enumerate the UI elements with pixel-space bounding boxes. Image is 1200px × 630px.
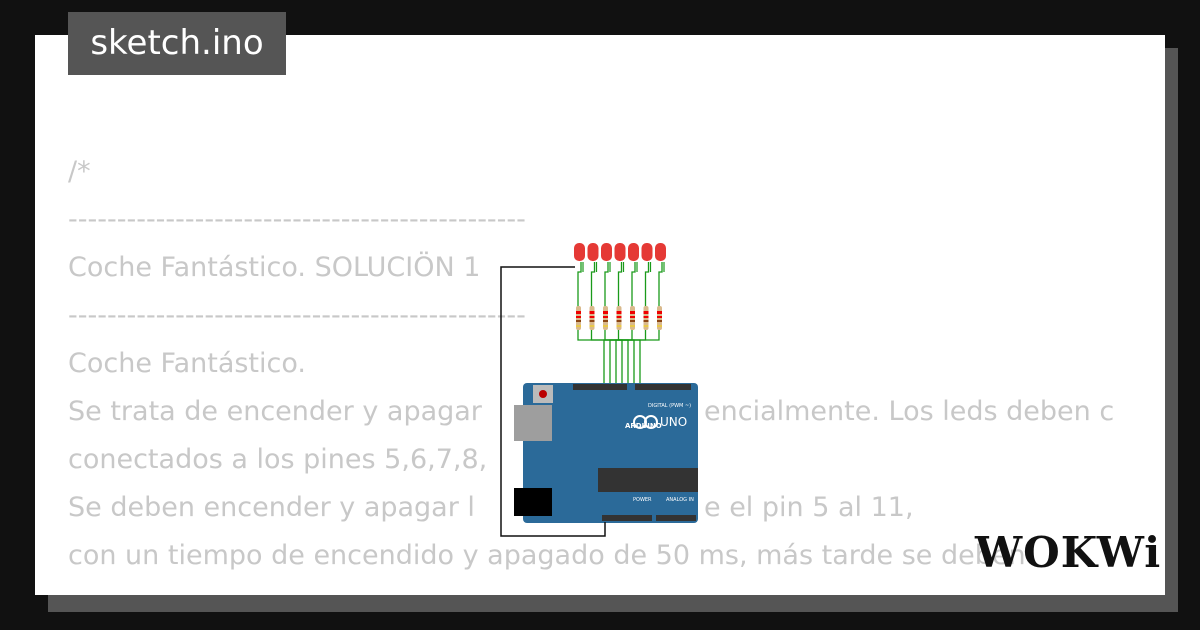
code-line: con un tiempo de encendido y apagado de …: [68, 540, 1026, 571]
code-line: Se deben encender y apagar l: [68, 492, 475, 523]
led: [574, 243, 585, 261]
analog-header: [656, 515, 696, 521]
ground-wire: [500, 266, 606, 537]
code-line: conectados a los pines 5,6,7,8,: [68, 444, 488, 475]
led: [587, 243, 599, 261]
digital-label: DIGITAL (PWM ~): [648, 403, 691, 409]
wokwi-logo: WOKWi: [975, 528, 1162, 577]
led: [601, 243, 612, 261]
atmega-chip: [598, 468, 698, 492]
board-label: UNO: [660, 415, 687, 429]
code-line: Coche Fantástico.: [68, 348, 306, 379]
digital-header-2: [635, 384, 691, 390]
file-title-tab: sketch.ino: [68, 12, 286, 75]
power-label: POWER: [633, 497, 652, 503]
power-header: [602, 515, 652, 521]
code-line: ----------------------------------------…: [68, 204, 526, 235]
digital-header-1: [573, 384, 627, 390]
code-line: ----------------------------------------…: [68, 300, 526, 331]
code-line-fragment: e el pin 5 al 11,: [704, 492, 914, 523]
power-jack: [514, 488, 552, 516]
led: [614, 243, 626, 261]
code-line-fragment: encialmente. Los leds deben c: [704, 396, 1115, 427]
usb-port: [514, 405, 552, 441]
analog-label: ANALOG IN: [666, 497, 694, 503]
code-line: Coche Fantástico. SOLUCIÖN 1: [68, 252, 481, 283]
led: [628, 243, 639, 261]
code-line: Se trata de encender y apagar: [68, 396, 482, 427]
led: [641, 243, 653, 261]
code-line: /*: [68, 156, 91, 187]
led: [655, 243, 666, 261]
